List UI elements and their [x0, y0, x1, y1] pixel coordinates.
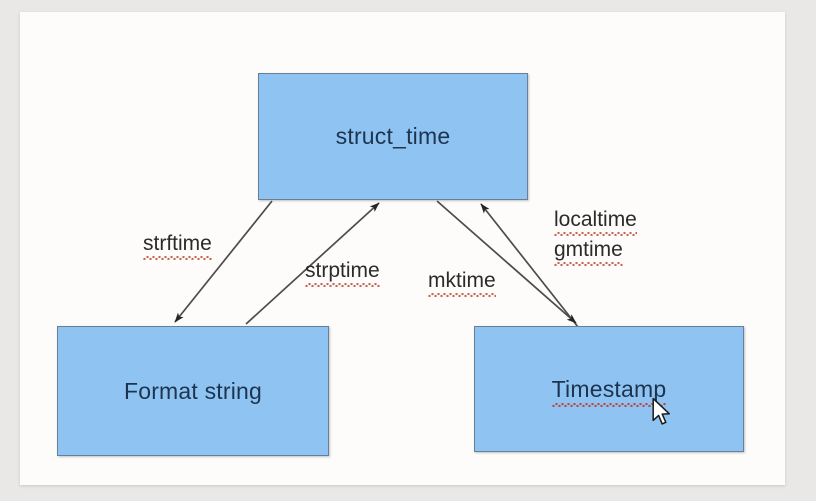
node-label-struct-time: struct_time — [335, 123, 451, 149]
node-timestamp[interactable]: Timestamp — [474, 326, 744, 452]
edge-label-localtime-gmtime: localtime gmtime — [554, 205, 637, 266]
node-format-string[interactable]: Format string — [57, 326, 329, 456]
edge-label-strptime-text: strptime — [305, 256, 380, 287]
edge-line-mktime — [480, 203, 579, 328]
edge-label-strftime-text: strftime — [143, 229, 212, 260]
node-label-timestamp: Timestamp — [551, 375, 667, 407]
edge-label-strftime: strftime — [143, 229, 212, 260]
edge-label-localtime-text: localtime — [554, 205, 637, 236]
edge-label-strptime: strptime — [305, 256, 380, 287]
node-struct-time[interactable]: struct_time — [258, 73, 528, 200]
node-label-format-string: Format string — [123, 377, 263, 404]
edge-label-mktime: mktime — [428, 266, 496, 297]
edge-line-strptime — [245, 202, 380, 325]
edge-line-strftime — [174, 200, 273, 323]
edge-line-localtime-gmtime — [436, 200, 577, 324]
edge-label-mktime-text: mktime — [428, 266, 496, 297]
edge-label-gmtime-text: gmtime — [554, 235, 623, 266]
